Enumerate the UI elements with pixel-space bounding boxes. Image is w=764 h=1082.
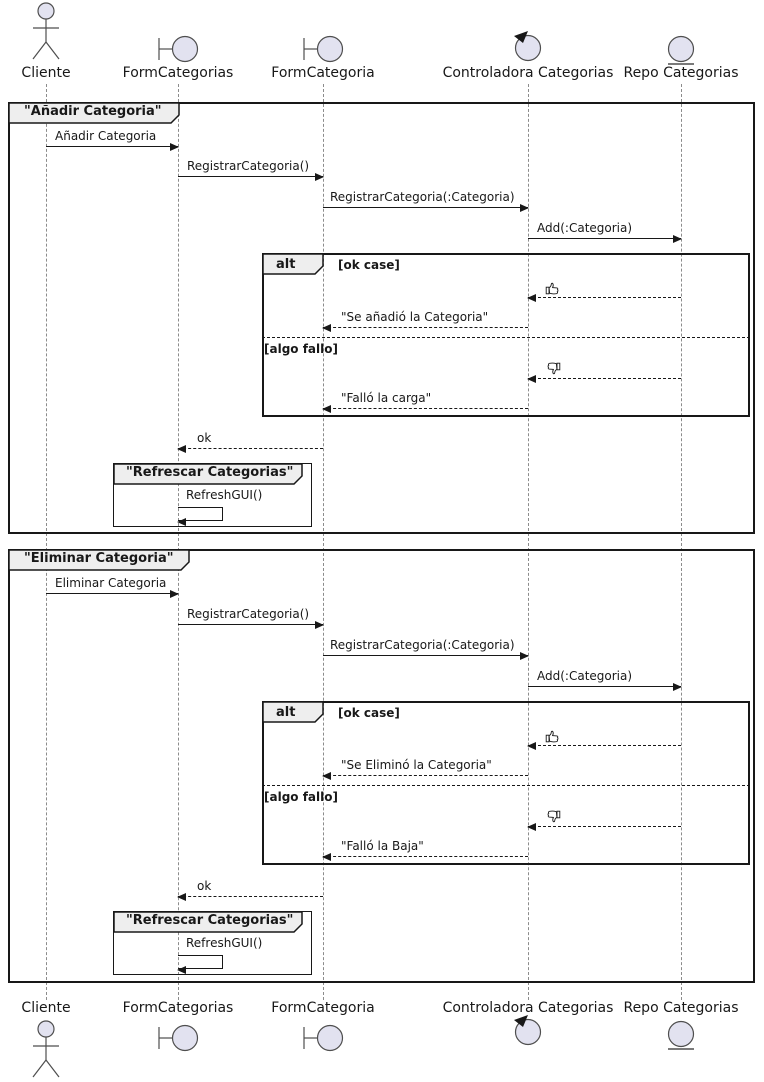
lifeline-cliente bbox=[46, 84, 47, 1000]
thumbs-down-icon bbox=[547, 810, 561, 823]
message-label: RegistrarCategoria() bbox=[187, 159, 310, 173]
participant-label-formcategorias: FormCategorias bbox=[122, 65, 234, 81]
boundary-icon bbox=[303, 1024, 344, 1052]
group-tab bbox=[113, 911, 303, 933]
message-arrow bbox=[46, 589, 179, 598]
message-arrow bbox=[178, 172, 324, 181]
return-arrow bbox=[322, 771, 528, 780]
participant-label-repo: Repo Categorias bbox=[623, 65, 739, 81]
actor-icon bbox=[32, 2, 60, 60]
control-icon bbox=[514, 1015, 542, 1046]
frame-eliminar-categoria bbox=[8, 549, 755, 983]
lifeline-formcategoria bbox=[323, 84, 324, 1000]
actor-icon bbox=[32, 1020, 60, 1078]
participant-label-cliente: Cliente bbox=[21, 1000, 71, 1016]
guard-label: [algo fallo] bbox=[264, 790, 338, 804]
message-label: Eliminar Categoria bbox=[55, 576, 167, 590]
frame-title: "Añadir Categoria" bbox=[24, 104, 162, 119]
self-message-arrow bbox=[177, 507, 223, 526]
message-label: RegistrarCategoria(:Categoria) bbox=[330, 190, 515, 204]
guard-label: [algo fallo] bbox=[264, 342, 338, 356]
return-arrow bbox=[322, 852, 528, 861]
return-arrow bbox=[527, 293, 681, 302]
return-arrow bbox=[177, 892, 323, 901]
message-arrow bbox=[528, 682, 682, 691]
return-arrow bbox=[527, 374, 681, 383]
message-arrow bbox=[528, 234, 682, 243]
lifeline-formcategorias bbox=[178, 84, 179, 1000]
return-arrow bbox=[527, 822, 681, 831]
alt-tab bbox=[262, 253, 324, 275]
alt-divider bbox=[262, 337, 750, 338]
alt-tab bbox=[262, 701, 324, 723]
lifeline-controladora bbox=[528, 84, 529, 1000]
return-arrow bbox=[527, 741, 681, 750]
guard-label: [ok case] bbox=[338, 258, 400, 272]
participant-label-repo: Repo Categorias bbox=[623, 1000, 739, 1016]
message-label: Añadir Categoria bbox=[55, 129, 157, 143]
boundary-icon bbox=[158, 1024, 199, 1052]
guard-label: [ok case] bbox=[338, 706, 400, 720]
boundary-icon bbox=[303, 35, 344, 63]
message-arrow bbox=[323, 651, 529, 660]
message-label: RegistrarCategoria(:Categoria) bbox=[330, 638, 515, 652]
participant-label-formcategorias: FormCategorias bbox=[122, 1000, 234, 1016]
return-arrow bbox=[177, 444, 323, 453]
boundary-icon bbox=[158, 35, 199, 63]
participant-label-controladora: Controladora Categorias bbox=[442, 65, 614, 81]
return-label: ok bbox=[197, 431, 212, 445]
participant-label-cliente: Cliente bbox=[21, 65, 71, 81]
frame-anadir-categoria bbox=[8, 102, 755, 534]
return-arrow bbox=[322, 323, 528, 332]
return-label: "Se Eliminó la Categoria" bbox=[341, 758, 492, 772]
entity-icon bbox=[667, 35, 695, 65]
alt-divider bbox=[262, 785, 750, 786]
frame-tab bbox=[8, 102, 180, 124]
message-label: RegistrarCategoria() bbox=[187, 607, 310, 621]
message-label: Add(:Categoria) bbox=[537, 221, 633, 235]
thumbs-up-icon bbox=[545, 282, 559, 295]
message-label: Add(:Categoria) bbox=[537, 669, 633, 683]
alt-fragment bbox=[262, 253, 750, 417]
thumbs-up-icon bbox=[545, 730, 559, 743]
self-message-label: RefreshGUI() bbox=[186, 936, 263, 950]
frame-tab bbox=[8, 549, 190, 571]
group-title: "Refrescar Categorias" bbox=[126, 465, 294, 480]
return-label: ok bbox=[197, 879, 212, 893]
participant-label-controladora: Controladora Categorias bbox=[442, 1000, 614, 1016]
group-title: "Refrescar Categorias" bbox=[126, 913, 294, 928]
return-arrow bbox=[322, 404, 528, 413]
self-message-label: RefreshGUI() bbox=[186, 488, 263, 502]
frame-title: "Eliminar Categoria" bbox=[24, 551, 174, 566]
self-message-arrow bbox=[177, 955, 223, 974]
control-icon bbox=[514, 31, 542, 62]
return-label: "Falló la Baja" bbox=[341, 839, 424, 853]
participant-label-formcategoria: FormCategoria bbox=[271, 65, 375, 81]
return-label: "Falló la carga" bbox=[341, 391, 432, 405]
lifeline-repo bbox=[681, 84, 682, 1000]
entity-icon bbox=[667, 1020, 695, 1050]
message-arrow bbox=[323, 203, 529, 212]
participant-label-formcategoria: FormCategoria bbox=[271, 1000, 375, 1016]
message-arrow bbox=[46, 142, 179, 151]
alt-keyword: alt bbox=[276, 705, 296, 720]
group-tab bbox=[113, 463, 303, 485]
return-label: "Se añadió la Categoria" bbox=[341, 310, 489, 324]
alt-fragment bbox=[262, 701, 750, 865]
thumbs-down-icon bbox=[547, 362, 561, 375]
message-arrow bbox=[178, 620, 324, 629]
alt-keyword: alt bbox=[276, 257, 296, 272]
